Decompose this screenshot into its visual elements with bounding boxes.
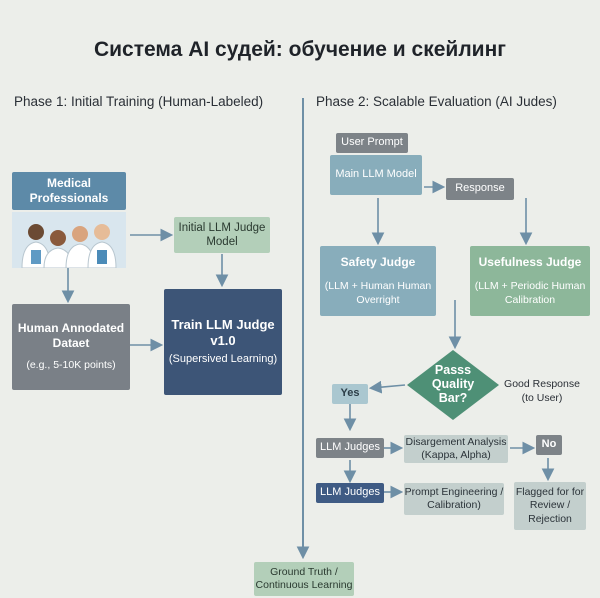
quality-bar-text: Passs Quality Bar? (431, 363, 475, 405)
phase-divider (302, 98, 304, 556)
llm-judges-box-2: LLM Judges (316, 483, 384, 503)
user-prompt-box: User Prompt (336, 133, 408, 153)
human-dataset-title: Human Annodated Dataet (17, 321, 125, 351)
train-judge-title: Train LLM Judge v1.0 (171, 316, 275, 349)
diagram-title: Система AI судей: обучение и скейлинг (93, 38, 506, 61)
main-llm-label: Main LLM Model (335, 168, 417, 181)
diamond-shape (407, 350, 499, 420)
yes-label: Yes (340, 387, 360, 400)
doctors-illustration (12, 212, 126, 269)
safety-judge-title: Safety Judge (340, 255, 416, 270)
safety-judge-box: Safety Judge (LLM + Human Human Overrigh… (320, 246, 436, 316)
initial-judge-box: Initial LLM Judge Model (174, 217, 270, 253)
no-box: No (536, 435, 562, 455)
human-dataset-sub: (e.g., 5-10K points) (26, 359, 116, 372)
phase2-heading: Phase 2: Scalable Evaluation (AI Judes) (316, 94, 557, 109)
medical-professionals-label: Medical Professionals (29, 176, 109, 205)
train-judge-sub: (Supersived Learning) (168, 353, 278, 366)
train-judge-box: Train LLM Judge v1.0 (Supersived Learnin… (164, 289, 282, 395)
llm-judges-label-1: LLM Judges (320, 441, 380, 454)
response-box: Response (446, 178, 514, 200)
human-dataset-box: Human Annodated Dataet (e.g., 5-10K poin… (12, 304, 130, 390)
ground-truth-label: Ground Truth / Continuous Learning (255, 565, 353, 591)
initial-judge-label: Initial LLM Judge Model (178, 221, 266, 248)
disagreement-label: Disargement Analysis (Kappa, Alpha) (405, 435, 507, 461)
usefulness-judge-box: Usefulness Judge (LLM + Periodic Human C… (470, 246, 590, 316)
prompt-engineering-box: Prompt Engineering / Calibration) (404, 483, 504, 515)
flagged-box: Flagged for for Review / Rejection (514, 482, 586, 530)
response-label: Response (455, 182, 505, 195)
usefulness-judge-sub: (LLM + Periodic Human Calibration (474, 280, 586, 306)
usefulness-judge-title: Usefulness Judge (478, 255, 582, 270)
yes-box: Yes (332, 384, 368, 404)
quality-bar-diamond: Passs Quality Bar? (407, 350, 499, 420)
phase1-heading: Phase 1: Initial Training (Human-Labeled… (14, 94, 264, 109)
disagreement-box: Disargement Analysis (Kappa, Alpha) (404, 435, 508, 463)
llm-judges-box-1: LLM Judges (316, 438, 384, 458)
user-prompt-label: User Prompt (341, 136, 403, 149)
llm-judges-label-2: LLM Judges (320, 486, 380, 499)
medical-professionals-box: Medical Professionals (12, 172, 126, 210)
good-response-text: Good Response (to User) (504, 378, 580, 404)
prompt-engineering-label: Prompt Engineering / Calibration) (404, 485, 504, 511)
safety-judge-sub: (LLM + Human Human Overright (324, 280, 432, 306)
no-label: No (541, 438, 557, 451)
doctors-icon (21, 224, 117, 269)
ground-truth-box: Ground Truth / Continuous Learning (254, 562, 354, 596)
flagged-label: Flagged for for Review / Rejection (515, 486, 585, 525)
main-llm-box: Main LLM Model (330, 155, 422, 195)
